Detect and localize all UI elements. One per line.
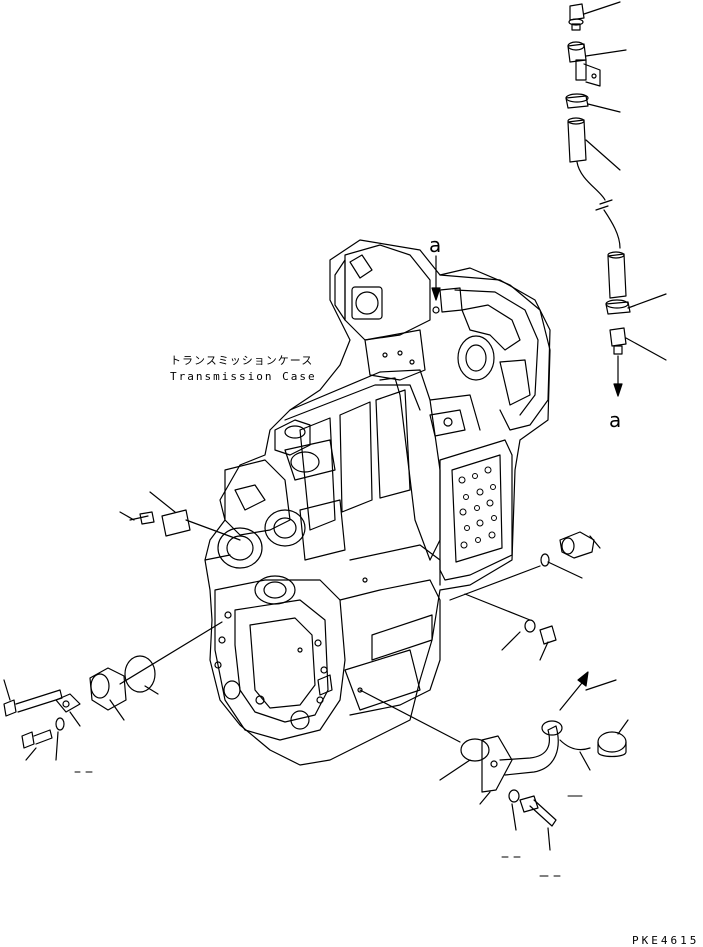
reference-mark-top: a (429, 233, 442, 257)
figure-code: PKE4615 (632, 934, 700, 947)
case-label-japanese: トランスミッションケース (170, 354, 314, 367)
case-label-english: Transmission Case (170, 370, 317, 383)
reference-arrow-a (431, 255, 441, 301)
left-cover-parts (119, 491, 241, 541)
lower-left-parts (3, 621, 223, 761)
label-dash-marks (74, 771, 583, 877)
lower-right-parts (359, 671, 629, 851)
hose-fitting-assembly (565, 1, 667, 397)
right-plug-parts (449, 531, 601, 661)
reference-mark-side: a (609, 408, 622, 432)
transmission-case (204, 239, 551, 766)
